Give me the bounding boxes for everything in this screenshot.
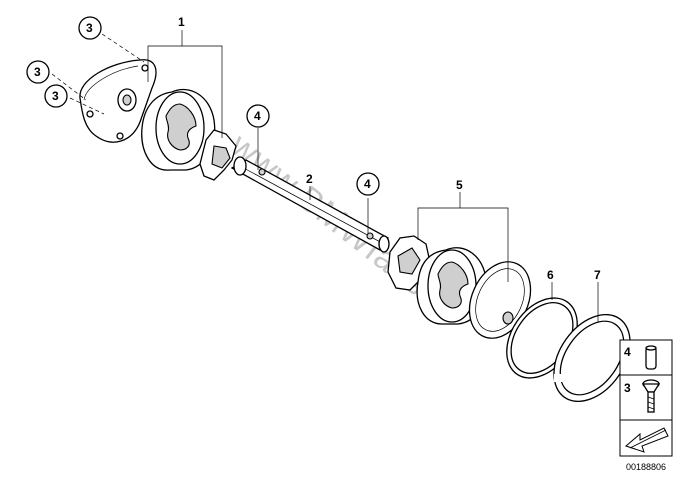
callout-1-label: 1 <box>178 15 185 29</box>
legend-box: 4 3 <box>619 339 673 457</box>
callout-2-label: 2 <box>306 172 313 186</box>
callout-4-upper-label: 4 <box>254 109 261 123</box>
callout-2: 2 <box>306 172 313 186</box>
callout-3-low: 3 <box>44 84 68 108</box>
callout-3-top-label: 3 <box>86 21 93 35</box>
callout-4-lower-label: 4 <box>364 177 371 191</box>
cover-disc <box>468 261 532 339</box>
callout-6: 6 <box>547 268 554 282</box>
legend-item-3-number: 3 <box>624 381 631 395</box>
callout-3-low-label: 3 <box>52 89 59 103</box>
inner-rotor-1 <box>199 129 237 181</box>
dowel-pin-icon <box>645 345 657 370</box>
callout-7: 7 <box>594 268 601 282</box>
legend-item-4-number: 4 <box>624 345 631 359</box>
fold-arrow-icon <box>625 427 669 453</box>
callout-4-lower: 4 <box>356 172 380 196</box>
callout-3-mid: 3 <box>26 60 50 84</box>
diagram-number: 00188806 <box>626 462 666 472</box>
circlip <box>553 313 631 403</box>
callout-4-upper: 4 <box>246 104 270 128</box>
callout-3-top: 3 <box>78 16 102 40</box>
drive-shaft <box>230 156 390 253</box>
callout-5-label: 5 <box>456 178 463 192</box>
outer-rotor-1 <box>141 88 216 171</box>
leader-lines <box>51 30 599 322</box>
callout-3-mid-label: 3 <box>34 65 41 79</box>
callout-6-label: 6 <box>547 268 554 282</box>
callout-1: 1 <box>178 15 185 29</box>
callout-7-label: 7 <box>594 268 601 282</box>
cover-plate <box>79 59 157 143</box>
countersunk-screw-icon <box>641 379 661 413</box>
callout-5: 5 <box>456 178 463 192</box>
outer-rotor-5 <box>416 247 487 325</box>
